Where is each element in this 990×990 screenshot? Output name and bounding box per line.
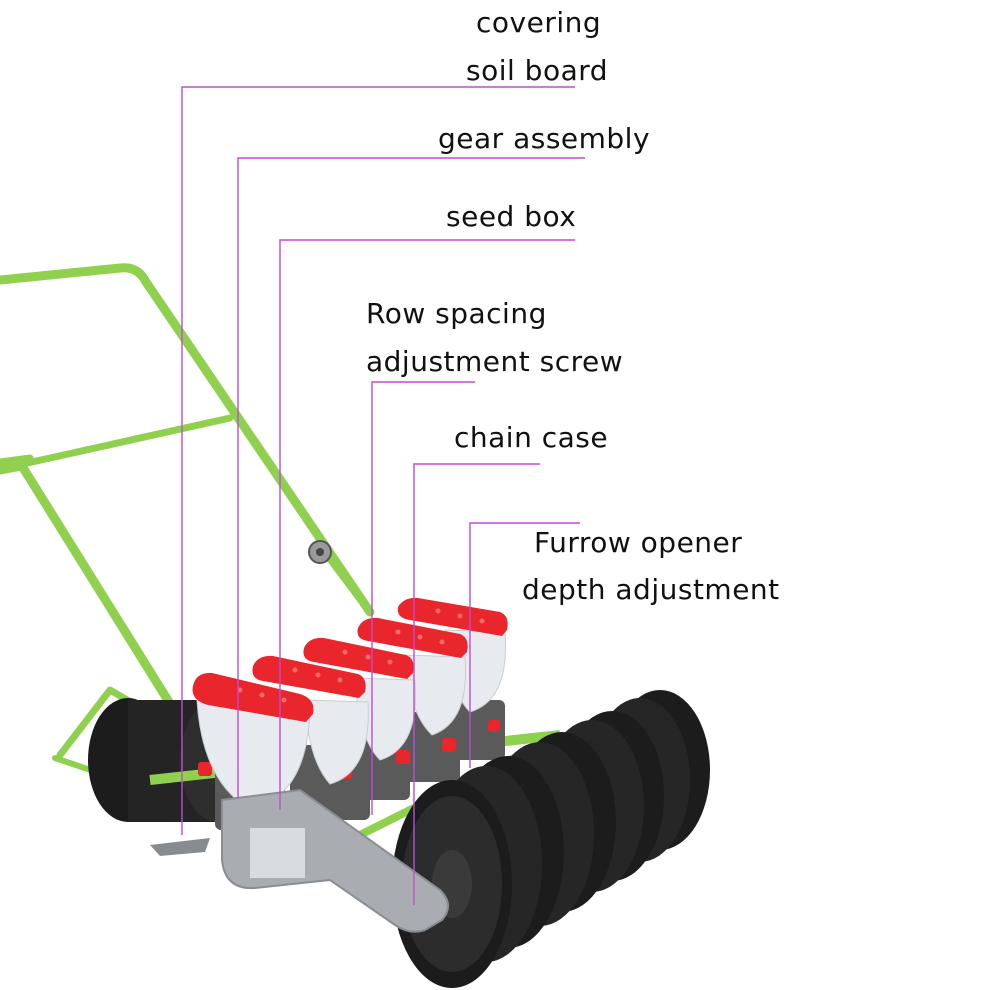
seed-box-3	[303, 637, 417, 761]
chain-case-plate	[221, 788, 449, 933]
label-chain-case: chain case	[454, 421, 609, 454]
leader-covering	[181, 86, 575, 835]
handle-gear	[308, 540, 332, 564]
plate-sticker	[250, 828, 305, 878]
label-row-spacing-line2: adjustment screw	[366, 345, 624, 378]
leader-furrow	[469, 522, 580, 768]
label-gear-assembly: gear assembly	[438, 122, 651, 155]
leader-row	[371, 381, 475, 815]
furrow-blade	[150, 838, 210, 856]
leader-gear	[237, 157, 585, 798]
label-furrow-line1: Furrow opener	[534, 526, 743, 559]
label-covering-line1: covering	[476, 6, 602, 39]
label-covering-line2: soil board	[466, 54, 609, 87]
seed-box-1	[192, 672, 314, 809]
leader-seed	[279, 239, 575, 810]
label-seed-box: seed box	[446, 200, 577, 233]
label-row-spacing-line1: Row spacing	[366, 297, 547, 330]
leader-chain	[413, 463, 540, 905]
leader-lines	[181, 86, 585, 905]
lid-dots	[237, 608, 485, 703]
label-furrow-line2: depth adjustment	[522, 573, 780, 606]
front-wheels	[392, 690, 710, 988]
seed-box-2	[252, 655, 369, 785]
